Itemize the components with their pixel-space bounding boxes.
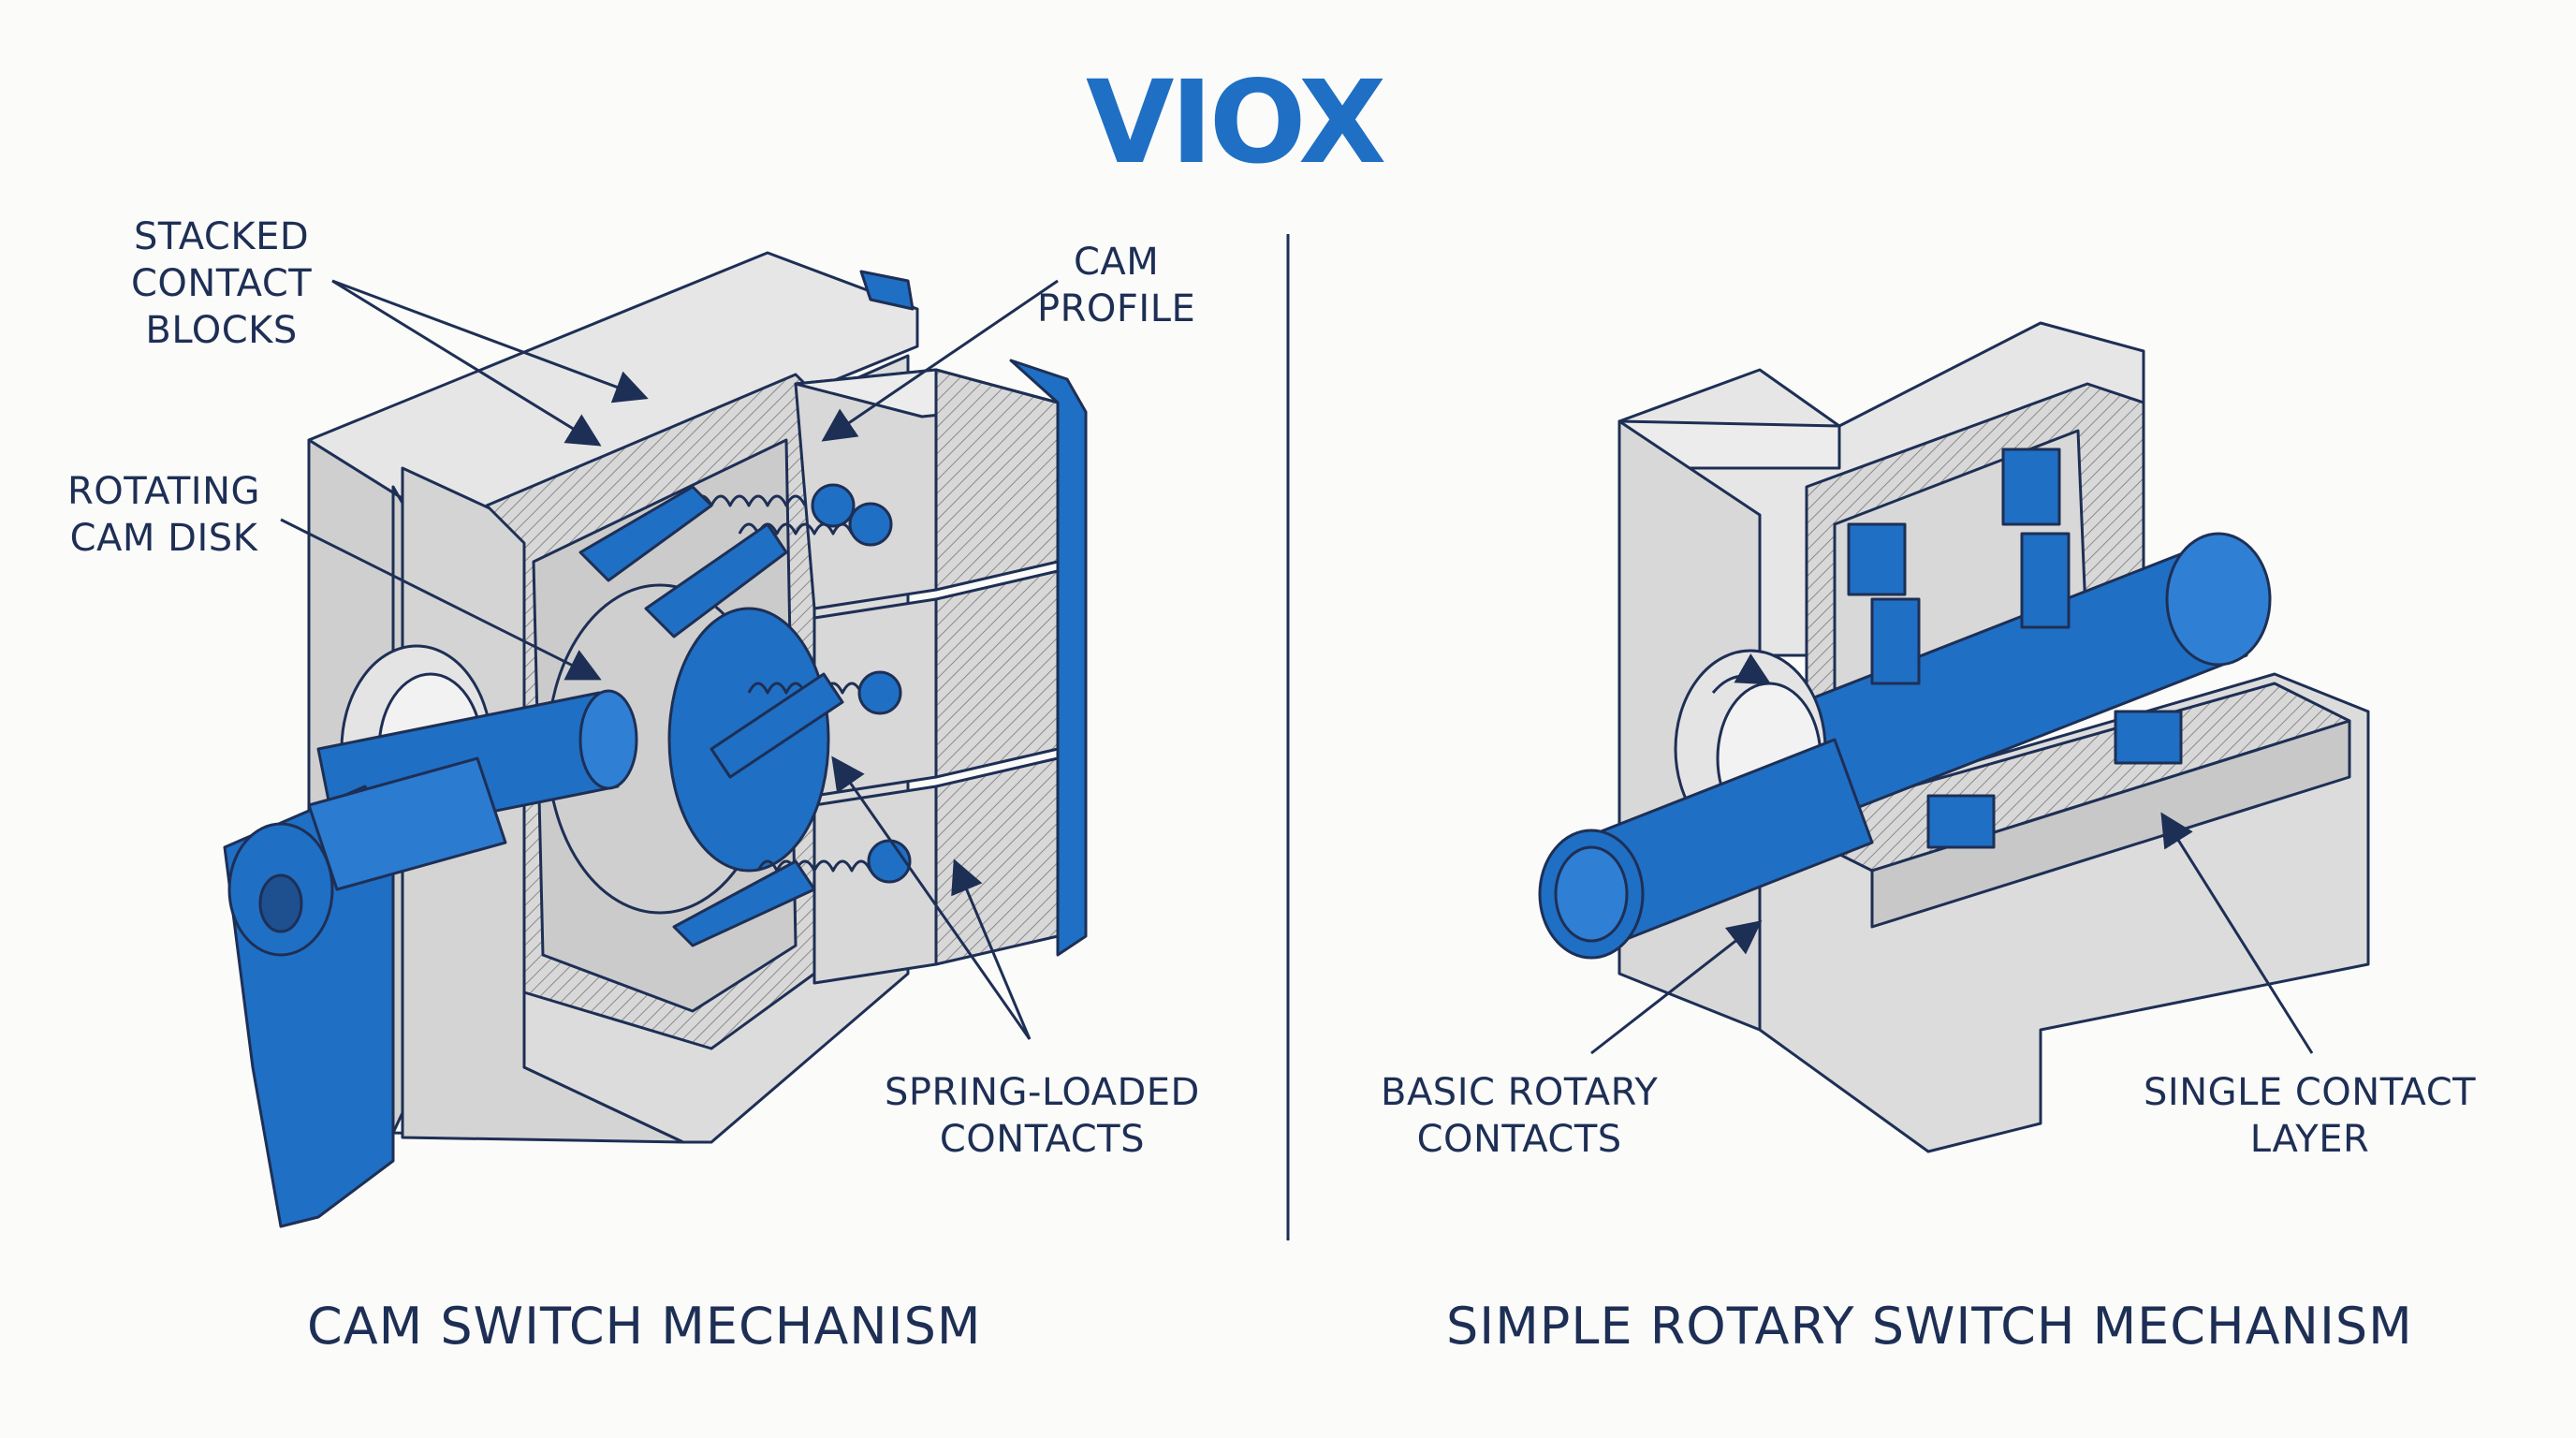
label-cam-disk-line1: ROTATING: [67, 470, 261, 513]
handle-hole: [258, 873, 303, 933]
label-stacked-contact-blocks: STACKED CONTACT BLOCKS: [131, 213, 312, 354]
cam-switch-title: CAM SWITCH MECHANISM: [307, 1297, 982, 1356]
label-rotating-cam-disk: ROTATING CAM DISK: [67, 468, 260, 562]
label-basic-line2: CONTACTS: [1416, 1118, 1622, 1161]
contact-block-3: [812, 785, 938, 985]
label-spring-line2: CONTACTS: [939, 1118, 1145, 1161]
contact-finger-2: [644, 522, 788, 638]
rotary-contact-top-2: [2001, 448, 2061, 526]
rotary-contact-bottom-1: [1926, 794, 1996, 849]
label-single-line2: LAYER: [2249, 1118, 2370, 1161]
label-cam-profile-line1: CAM: [1073, 241, 1160, 284]
blue-back-rail: [1009, 359, 1088, 957]
cam-leader-lines: [280, 279, 1059, 1040]
cam-switch-drawing: [223, 251, 1088, 1228]
label-single-line1: SINGLE CONTACT: [2144, 1071, 2477, 1114]
viox-logo: VIOX: [1086, 56, 1386, 189]
rotary-contact-top-1: [1847, 522, 1907, 596]
label-spring-loaded-contacts: SPRING-LOADED CONTACTS: [885, 1069, 1200, 1163]
label-basic-rotary-contacts: BASIC ROTARY CONTACTS: [1381, 1069, 1658, 1163]
label-stacked-line2: CONTACT: [131, 262, 313, 305]
rotary-switch-drawing: [1538, 321, 2370, 1153]
label-basic-line1: BASIC ROTARY: [1381, 1071, 1659, 1114]
label-stacked-line3: BLOCKS: [145, 309, 298, 352]
label-spring-line1: SPRING-LOADED: [885, 1071, 1200, 1114]
contact-finger-3: [710, 672, 844, 779]
contact-finger-1: [578, 485, 713, 582]
rotary-leader-lines: [1590, 812, 2314, 1055]
label-cam-profile-line2: PROFILE: [1037, 287, 1196, 330]
contact-finger-4: [672, 859, 816, 947]
label-cam-profile: CAM PROFILE: [1037, 239, 1195, 332]
label-single-contact-layer: SINGLE CONTACT LAYER: [2144, 1069, 2476, 1163]
rotary-contact-bottom-2: [2114, 710, 2183, 765]
rotary-switch-title: SIMPLE ROTARY SWITCH MECHANISM: [1446, 1297, 2413, 1356]
rotation-arrow: [1711, 653, 1772, 694]
label-cam-disk-line2: CAM DISK: [69, 517, 258, 560]
label-stacked-line1: STACKED: [134, 215, 310, 258]
